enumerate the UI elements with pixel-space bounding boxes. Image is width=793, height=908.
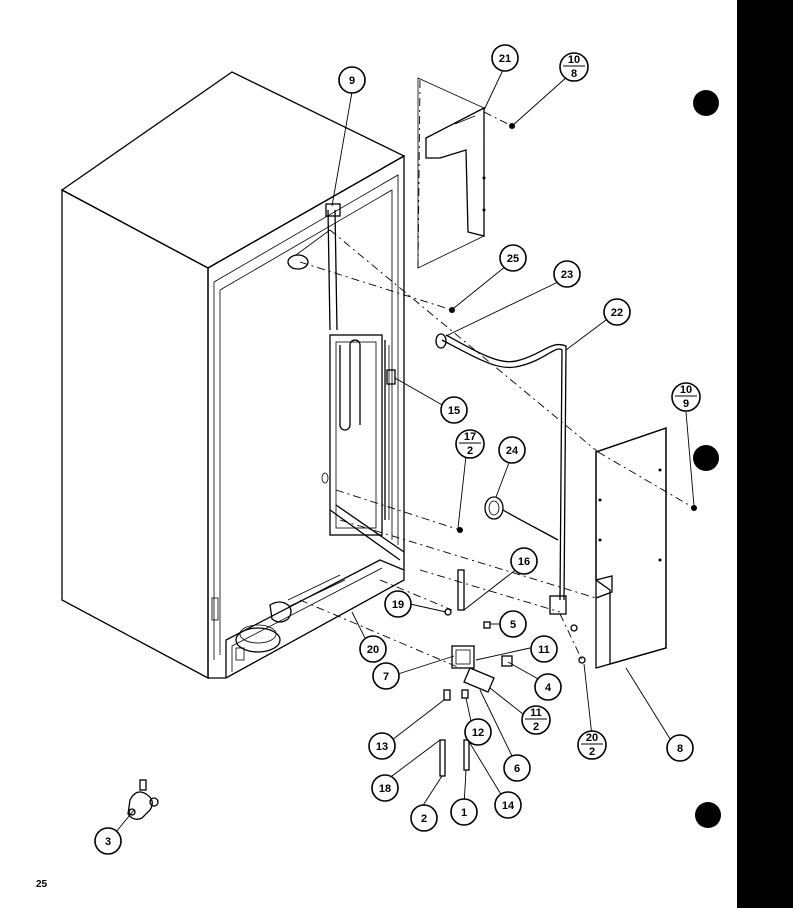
punch-hole-top: [693, 90, 719, 116]
callout-3: 3: [94, 827, 122, 855]
callout-1: 1: [450, 798, 478, 826]
callout-2: 2: [410, 804, 438, 832]
callout-7-label: 7: [383, 671, 389, 683]
callout-9: 9: [338, 66, 366, 94]
callout-16-label: 16: [518, 556, 530, 568]
callout-24-label: 24: [506, 445, 519, 457]
callout-15-label: 15: [448, 405, 460, 417]
callout-5: 5: [499, 610, 527, 638]
callout-11-2: 11 2: [521, 705, 551, 735]
callout-15: 15: [440, 396, 468, 424]
callout-10-9: 10 9: [671, 382, 701, 412]
callout-4: 4: [534, 673, 562, 701]
callout-13: 13: [368, 732, 396, 760]
callout-17-2-numerator: 17: [464, 431, 476, 443]
callout-10-8: 10 8: [559, 52, 589, 82]
callout-10-8-numerator: 10: [568, 54, 580, 66]
callout-10-8-denominator: 8: [571, 68, 577, 80]
callout-5-label: 5: [510, 619, 516, 631]
back-cover-panel-8: [595, 427, 667, 669]
callout-17-2-denominator: 2: [467, 445, 473, 457]
callout-18-label: 18: [379, 783, 391, 795]
callout-11: 11: [530, 635, 558, 663]
callout-20-label: 20: [367, 644, 379, 656]
callout-16: 16: [510, 547, 538, 575]
callout-19-label: 19: [392, 599, 404, 611]
callout-6-label: 6: [514, 763, 520, 775]
callout-20-2-numerator: 20: [586, 732, 598, 744]
callout-20: 20: [359, 635, 387, 663]
callout-11-2-numerator: 11: [530, 707, 542, 719]
callout-10-9-denominator: 9: [683, 398, 689, 410]
callout-10-9-numerator: 10: [680, 384, 692, 396]
callout-2-label: 2: [421, 813, 427, 825]
scan-border-strip: [737, 0, 793, 908]
callout-22: 22: [603, 298, 631, 326]
callout-12: 12: [464, 718, 492, 746]
callout-25: 25: [499, 244, 527, 272]
tube-assembly-22: [435, 333, 567, 615]
callout-19: 19: [384, 590, 412, 618]
punch-hole-middle: [693, 445, 719, 471]
callout-21: 21: [491, 44, 519, 72]
callout-12-label: 12: [472, 727, 484, 739]
callout-22-label: 22: [611, 307, 623, 319]
callout-14: 14: [494, 791, 522, 819]
control-valve-cluster: [439, 569, 586, 777]
cover-panel-21: [417, 77, 486, 269]
callout-9-label: 9: [349, 75, 355, 87]
callout-24: 24: [498, 436, 526, 464]
page-number: 25: [36, 879, 48, 890]
callout-17-2: 17 2: [455, 429, 485, 459]
callout-6: 6: [503, 754, 531, 782]
punch-hole-bottom: [695, 802, 721, 828]
callout-13-label: 13: [376, 741, 388, 753]
callout-3-label: 3: [105, 836, 111, 848]
callout-23: 23: [553, 260, 581, 288]
callout-21-label: 21: [499, 53, 511, 65]
callout-7: 7: [372, 662, 400, 690]
part-3-valve: [127, 779, 159, 820]
callout-11-2-denominator: 2: [533, 721, 539, 733]
condenser-assembly: [287, 203, 405, 561]
callout-1-label: 1: [461, 807, 467, 819]
callout-20-2-denominator: 2: [589, 746, 595, 758]
leader-lines: [115, 69, 695, 833]
callout-8: 8: [666, 734, 694, 762]
callout-4-label: 4: [545, 682, 552, 694]
callout-11-label: 11: [538, 644, 550, 656]
callout-25-label: 25: [507, 253, 519, 265]
callout-18: 18: [371, 774, 399, 802]
screws: [449, 123, 697, 533]
callout-8-label: 8: [677, 743, 683, 755]
callout-23-label: 23: [561, 269, 573, 281]
callout-14-label: 14: [502, 800, 515, 812]
callout-20-2: 20 2: [577, 730, 607, 760]
refrigerator-cabinet: [60, 71, 406, 680]
assembly-lines: [299, 79, 695, 669]
